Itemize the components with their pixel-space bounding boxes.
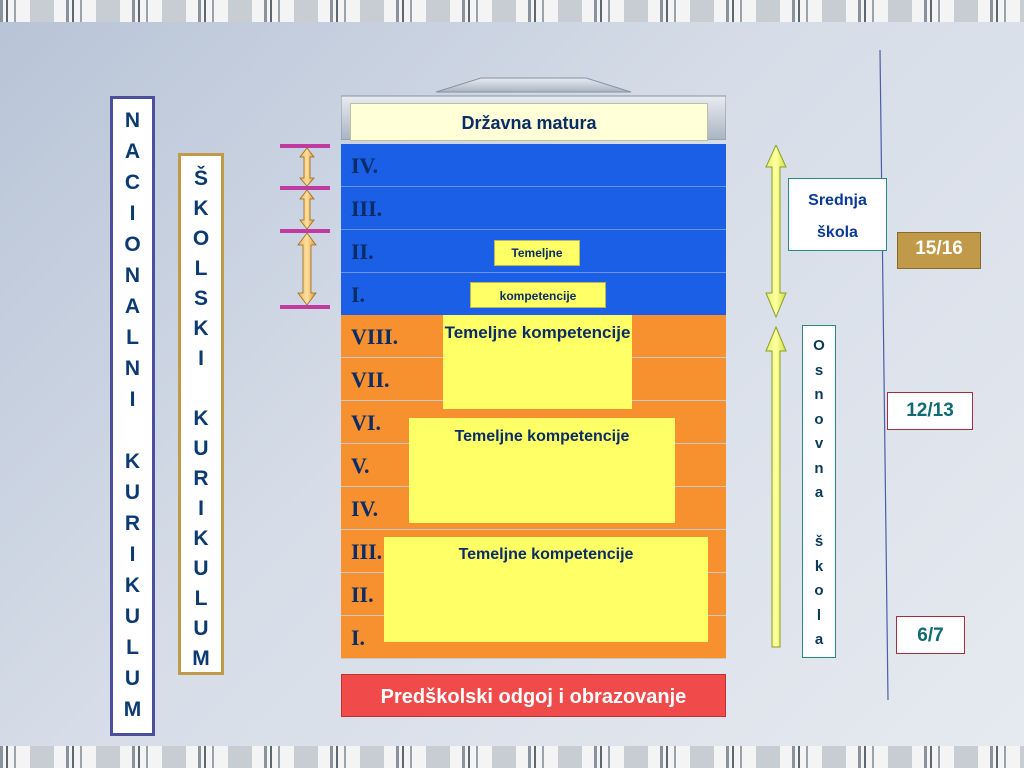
grade-label: II. — [351, 582, 374, 607]
vertical-letter: L — [126, 636, 139, 659]
competence-box-2: Temeljne kompetencije — [409, 418, 675, 523]
vertical-letter: N — [124, 357, 141, 380]
vertical-letter: U — [193, 557, 209, 580]
vertical-letter: C — [124, 171, 141, 194]
drzavna-matura-label: Državna matura — [461, 113, 597, 133]
vertical-letter: M — [123, 698, 142, 721]
vertical-letter: U — [193, 437, 209, 460]
competence-box-3: Temeljne kompetencije — [384, 537, 708, 642]
ratio-badge-1: 15/16 — [897, 232, 981, 269]
progress-arrows — [765, 145, 787, 648]
vertical-letter: I — [198, 347, 204, 370]
grade-label: III. — [351, 539, 383, 564]
vertical-letter: I — [129, 543, 136, 566]
ratio-badge-3: 6/7 — [896, 616, 965, 654]
ratio-badge-2: 12/13 — [887, 392, 973, 430]
grade-label: VII. — [351, 367, 390, 392]
vertical-letter: N — [124, 109, 141, 132]
grade-label: IV. — [351, 496, 379, 521]
vertical-letter: O — [813, 337, 825, 354]
vertical-letter: o — [814, 410, 824, 428]
vertical-letter: š — [814, 533, 824, 550]
competence-box-small-top: Temeljne — [494, 240, 580, 266]
vertical-letter: v — [814, 435, 824, 452]
vertical-letter: L — [126, 326, 139, 349]
grade-row: III. — [341, 187, 726, 230]
vertical-letter: S — [193, 287, 208, 310]
srednja-skola-box: Srednja škola — [788, 178, 887, 251]
preschool-label: Predškolski odgoj i obrazovanje — [380, 686, 687, 708]
competence-box-1: Temeljne kompetencije — [443, 315, 632, 409]
vertical-letter: N — [124, 264, 141, 287]
vertical-letter: K — [124, 450, 141, 473]
grade-label: II. — [351, 239, 374, 264]
vertical-letter: R — [193, 467, 209, 490]
bottom-decorative-stripe — [0, 746, 1024, 768]
vertical-letter: U — [124, 605, 141, 628]
grade-label: I. — [351, 282, 366, 307]
vertical-letter: n — [814, 386, 824, 403]
vertical-letter: s — [814, 361, 824, 379]
grade-label: I. — [351, 625, 366, 650]
drzavna-matura-box: Državna matura — [350, 103, 708, 141]
vertical-letter: k — [814, 557, 824, 575]
vertical-letter: K — [193, 317, 209, 340]
top-decorative-stripe — [0, 0, 1024, 22]
grade-label: VI. — [351, 410, 381, 435]
vertical-letter: I — [198, 497, 204, 520]
vertical-letter: a — [814, 484, 824, 501]
vertical-letter: O — [192, 227, 210, 250]
srednja-skola-line1: Srednja — [808, 192, 867, 209]
vertical-spacer — [124, 415, 142, 446]
srednja-skola-line2: škola — [817, 224, 858, 241]
vertical-letter: o — [814, 582, 824, 599]
vertical-letter: K — [193, 527, 209, 550]
vertical-spacer — [813, 506, 825, 531]
vertical-letter: a — [814, 631, 824, 648]
vertical-letter: L — [194, 257, 208, 280]
divider-line — [879, 50, 889, 700]
vertical-letter: U — [193, 617, 209, 640]
vertical-letter: A — [124, 140, 141, 163]
grade-span-markers — [280, 144, 330, 309]
vertical-letter: n — [814, 459, 824, 477]
vertical-letter: K — [124, 574, 141, 597]
vertical-letter: U — [124, 481, 141, 504]
grade-label: V. — [351, 453, 370, 478]
vertical-letter: K — [193, 407, 209, 430]
vertical-letter: R — [124, 512, 141, 535]
vertical-letter: Š — [193, 167, 208, 190]
vertical-letter: O — [124, 233, 141, 256]
vertical-letter: L — [194, 587, 208, 610]
vertical-spacer — [192, 374, 210, 404]
vertical-letter: A — [124, 295, 141, 318]
vertical-letter: l — [816, 606, 822, 624]
vertical-letter: U — [124, 667, 141, 690]
vertical-letter: M — [192, 647, 210, 670]
grade-label: VIII. — [351, 324, 399, 349]
competence-box-small-bottom: kompetencije — [470, 282, 606, 308]
vertical-letter: K — [193, 197, 209, 220]
grade-label: IV. — [351, 153, 379, 178]
preschool-box: Predškolski odgoj i obrazovanje — [341, 674, 726, 717]
vertical-letter: I — [129, 202, 136, 225]
grade-label: III. — [351, 196, 383, 221]
grade-row: IV. — [341, 144, 726, 187]
vertical-letter: I — [129, 388, 136, 411]
